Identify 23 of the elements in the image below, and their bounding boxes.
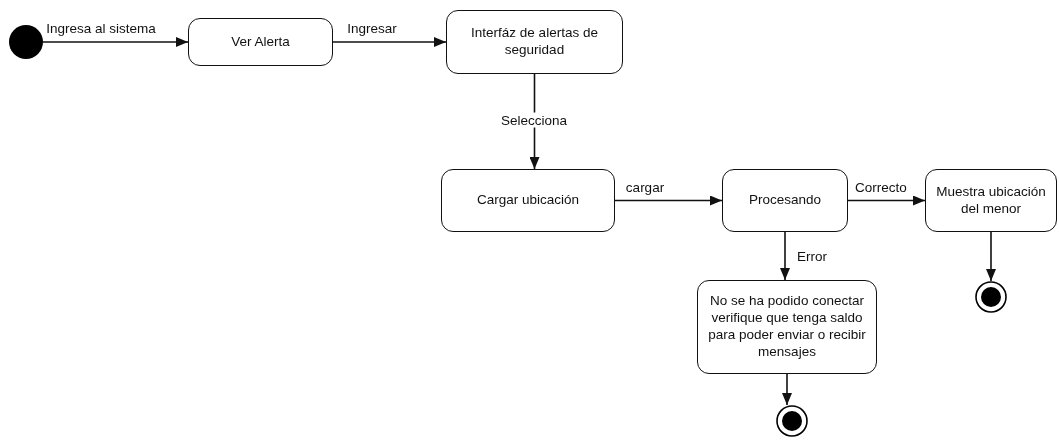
transition-arrow xyxy=(847,195,926,206)
final-state-bullseye xyxy=(776,405,808,437)
state-box xyxy=(188,18,333,66)
state-label: Interfáz de alertas de seguridad xyxy=(470,25,599,59)
transition-arrow xyxy=(332,37,447,47)
transition-arrow xyxy=(614,195,723,206)
transition-arrow xyxy=(42,37,189,47)
state-label: No se ha podido conectar verifique que tenga saldo para poder enviar o recibir mensajes xyxy=(707,293,867,361)
initial-state-dot xyxy=(9,25,43,59)
edge-label: Selecciona xyxy=(499,112,569,128)
state-label: Procesando xyxy=(748,192,822,209)
transition-arrow xyxy=(986,231,996,282)
state-label: Ver Alerta xyxy=(231,33,290,51)
final-state-bullseye xyxy=(975,281,1007,313)
state-box xyxy=(722,169,848,232)
transition-arrow xyxy=(780,231,790,281)
state-box xyxy=(441,169,615,232)
state-box xyxy=(697,280,877,374)
state-box xyxy=(925,169,1057,232)
transition-arrow xyxy=(782,373,792,406)
state-label: Cargar ubicación xyxy=(476,192,580,209)
state-box xyxy=(446,10,623,74)
state-label: Muestra ubicación del menor xyxy=(935,183,1047,218)
